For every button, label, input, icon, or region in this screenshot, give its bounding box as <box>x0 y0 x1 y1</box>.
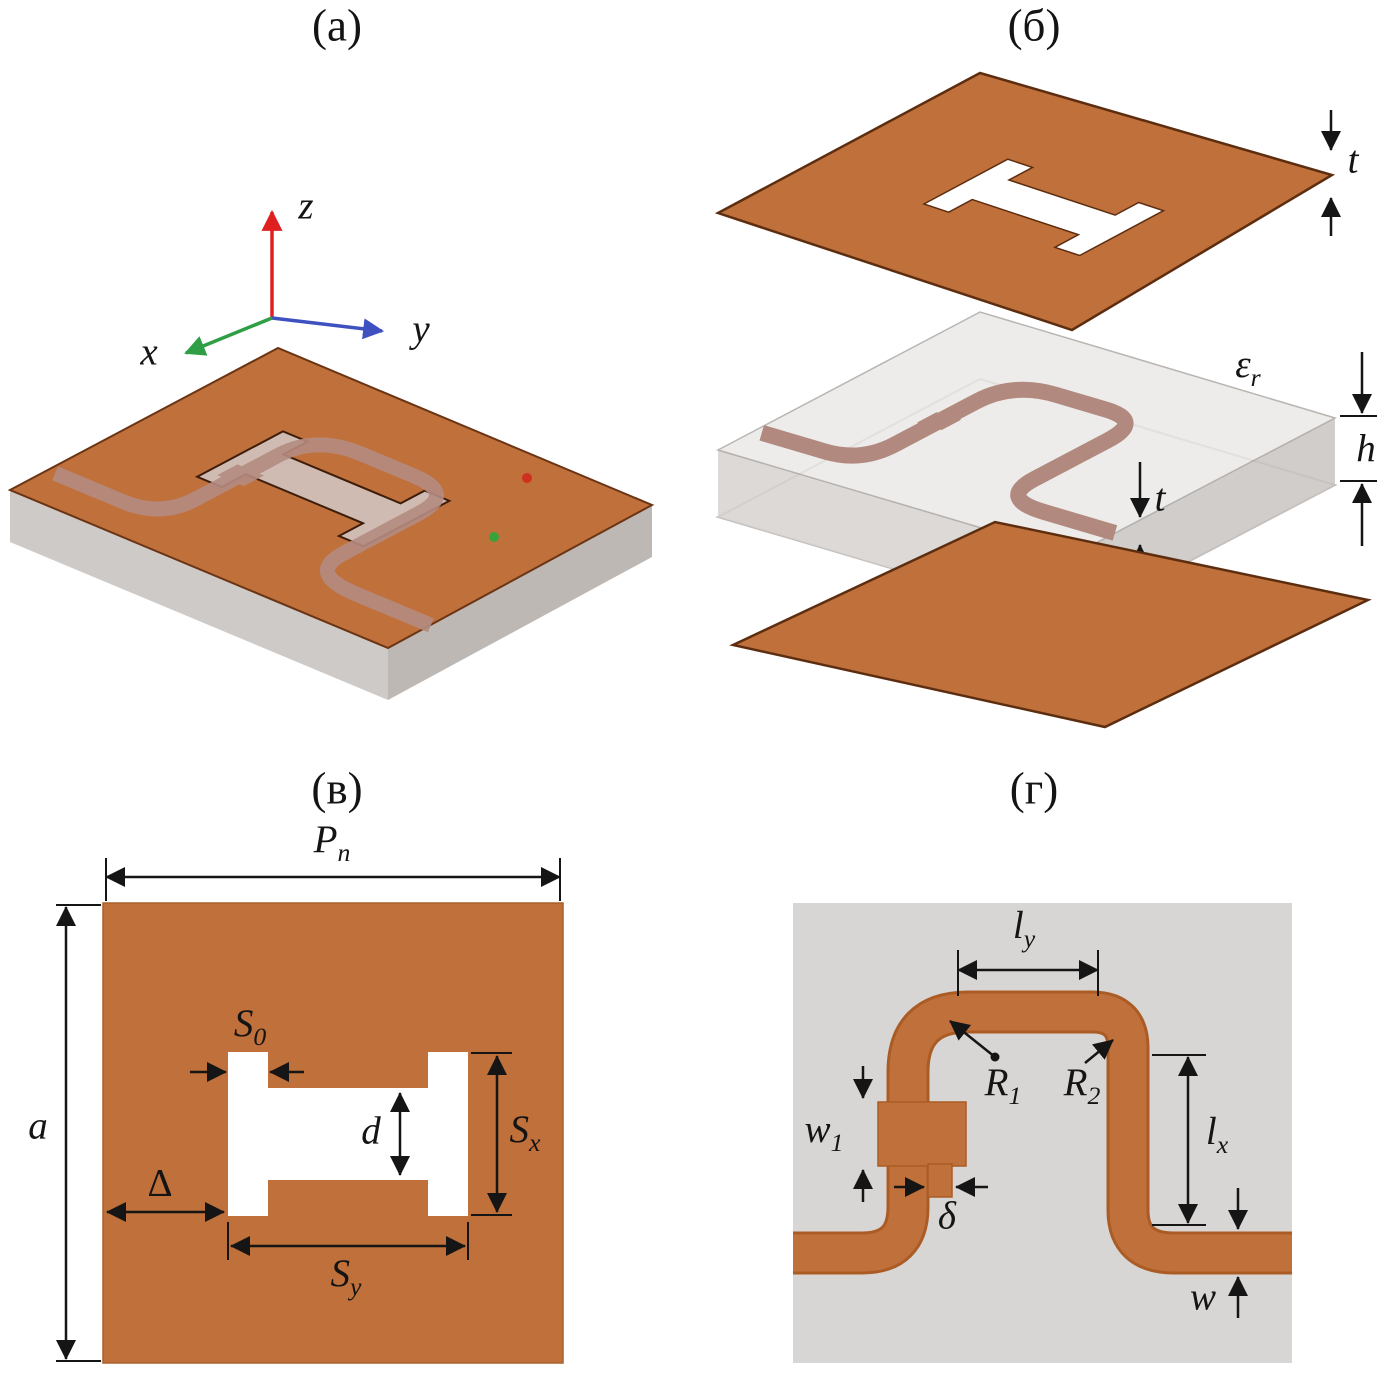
panel-b-label: (б) <box>1007 0 1061 51</box>
dim-label-w: w <box>1189 1275 1217 1319</box>
port-dot-red <box>522 473 532 483</box>
axis-y-arrow <box>271 316 385 340</box>
top-copper-sheet <box>718 73 1332 330</box>
coordinate-axes <box>184 209 385 356</box>
dim-label-t-top: t <box>1347 138 1359 182</box>
panel-a-label: (а) <box>312 0 362 51</box>
dim-Sy <box>227 1222 469 1260</box>
axis-y-label: y <box>412 307 430 351</box>
port-dot-green <box>489 532 499 542</box>
dim-label-h: h <box>1356 427 1376 471</box>
dim-label-epsilon-r: εr <box>1235 343 1261 393</box>
dim-lx <box>1152 1054 1206 1226</box>
dim-ly <box>957 950 1099 996</box>
panel-g-drawing <box>793 903 1292 1363</box>
axis-x-arrow <box>184 316 273 356</box>
axis-z-label: z <box>298 184 314 228</box>
stub <box>927 1163 953 1198</box>
substrate-block <box>7 346 655 700</box>
dim-label-w1: w1 <box>804 1108 844 1158</box>
dim-label-R2: R2 <box>1063 1061 1101 1111</box>
dim-label-R1: R1 <box>984 1061 1022 1111</box>
axis-x-label: x <box>140 330 158 374</box>
h-slot-cutout <box>924 159 1164 255</box>
panel-v-drawing <box>56 858 564 1364</box>
feed-line-detail <box>793 990 1292 1275</box>
dim-R1 <box>949 1020 1000 1062</box>
feed-line-on-substrate <box>762 353 1262 536</box>
dim-label-delta: Δ <box>147 1161 173 1205</box>
dim-label-t-feed: t <box>1154 476 1166 520</box>
dim-a <box>56 904 101 1362</box>
dim-label-Sx: Sx <box>509 1108 541 1158</box>
dim-R2 <box>1084 1039 1114 1064</box>
dim-label-Sy: Sy <box>330 1252 362 1302</box>
dim-label-a: a <box>28 1104 48 1148</box>
dim-h <box>1340 352 1377 546</box>
feed-line-3d <box>55 391 581 628</box>
matching-pad <box>877 1101 967 1167</box>
dim-label-Pn: Pn <box>313 818 351 868</box>
panel-b-drawing <box>690 60 1378 760</box>
panel-a-drawing <box>0 60 680 740</box>
bottom-ground-sheet <box>729 520 1372 729</box>
panel-v-label: (в) <box>311 763 363 814</box>
dim-label-ly: ly <box>1012 904 1036 954</box>
dim-label-d: d <box>361 1109 381 1153</box>
dim-label-lx: lx <box>1205 1110 1229 1160</box>
dim-label-S0: S0 <box>233 1002 267 1052</box>
dim-label-delta-small: δ <box>937 1194 957 1238</box>
substrate-top-face <box>716 311 1337 556</box>
dim-Sx <box>471 1052 512 1216</box>
dim-Pn <box>105 858 561 901</box>
panel-g-label: (г) <box>1009 763 1059 814</box>
